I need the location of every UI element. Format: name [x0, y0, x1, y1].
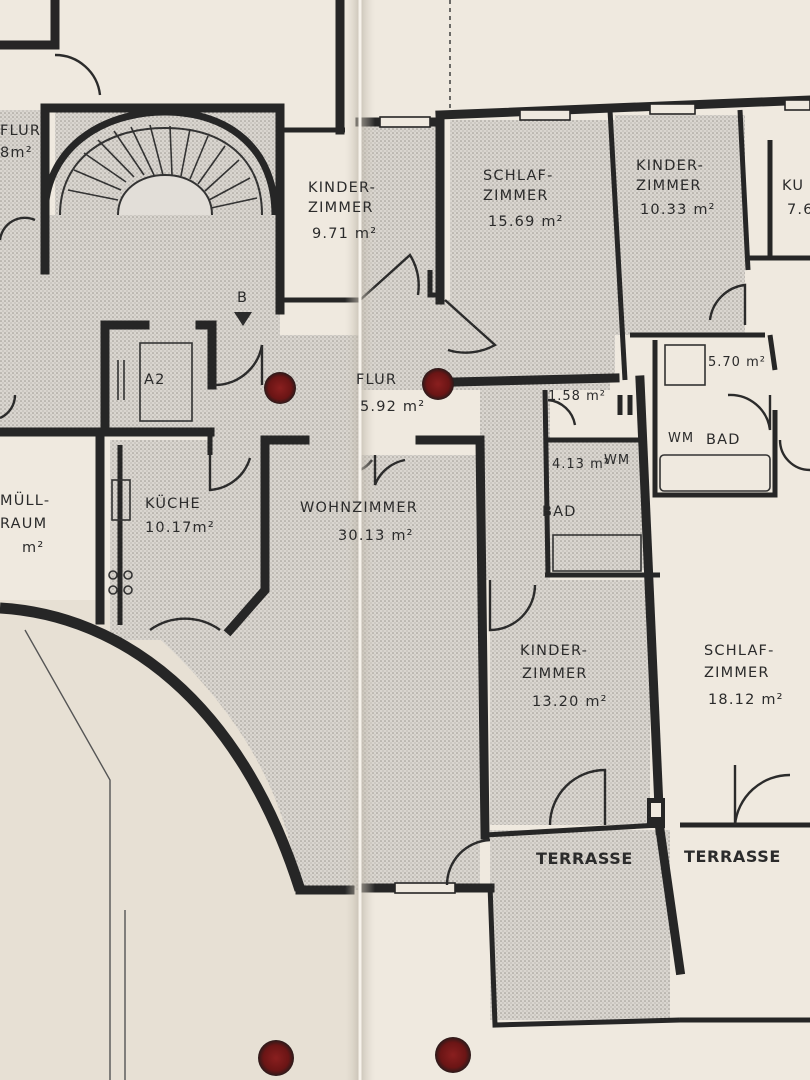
schlafzimmer-top-name-2: ZIMMER	[483, 188, 549, 204]
flur-left-name: FLUR	[0, 123, 41, 139]
kinderzimmer-bottom-name-1: KINDER-	[520, 643, 588, 659]
schlafzimmer-bottom-name-2: ZIMMER	[704, 665, 770, 681]
a2-label: A2	[144, 372, 166, 388]
mull-raum-name-1: MÜLL-	[0, 491, 50, 509]
mull-raum-area: m²	[22, 540, 44, 556]
wohnzimmer-name: WOHNZIMMER	[300, 500, 418, 516]
punch-hole	[422, 368, 454, 400]
flur-center-area: 5.92 m²	[360, 399, 425, 415]
small-room-area: 1.58 m²	[548, 389, 606, 404]
terrasse-2-label: TERRASSE	[684, 847, 781, 866]
punch-hole	[258, 1040, 294, 1076]
kinderzimmer-top-right-area: 10.33 m²	[640, 202, 716, 218]
terrasse-1-label: TERRASSE	[536, 849, 633, 868]
punch-hole	[264, 372, 296, 404]
kinderzimmer-top-right-name-1: KINDER-	[636, 158, 704, 174]
kinderzimmer-bottom-name-2: ZIMMER	[522, 666, 588, 682]
punch-holes	[258, 368, 471, 1076]
kinderzimmer-bottom-area: 13.20 m²	[532, 694, 608, 710]
bad-right-wm: WM	[668, 431, 694, 446]
schlafzimmer-bottom-name-1: SCHLAF-	[704, 643, 775, 659]
hatched-floor-areas	[0, 110, 745, 1020]
flur-center-name: FLUR	[356, 372, 397, 388]
flur-left-area: 8m²	[0, 145, 33, 161]
kinderzimmer-top-right-name-2: ZIMMER	[636, 178, 702, 194]
schlafzimmer-bottom-area: 18.12 m²	[708, 692, 784, 708]
schlafzimmer-top-area: 15.69 m²	[488, 214, 564, 230]
kinderzimmer-top-area: 9.71 m²	[312, 226, 377, 242]
room-labels: FLUR 8m² KINDER- ZIMMER 9.71 m² SCHLAF- …	[0, 123, 810, 868]
kuche-edge-area: 7.6	[787, 202, 810, 218]
kinderzimmer-top-name-1: KINDER-	[308, 180, 376, 196]
windows	[379, 99, 810, 894]
wohnzimmer-area: 30.13 m²	[338, 528, 414, 544]
punch-hole	[435, 1037, 471, 1073]
doors	[0, 53, 810, 886]
kinderzimmer-top-name-2: ZIMMER	[308, 200, 374, 216]
bad-center-wm: WM	[604, 453, 630, 468]
kuche-area: 10.17m²	[145, 520, 215, 536]
bad-center-name: BAD	[542, 504, 577, 520]
mull-raum-name-2: RAUM	[0, 516, 47, 532]
stair-arrow-icon	[234, 312, 252, 326]
schlafzimmer-top-name-1: SCHLAF-	[483, 168, 554, 184]
kuche-name: KÜCHE	[145, 494, 201, 512]
fixtures	[108, 342, 771, 595]
stair-marker-label: B	[237, 290, 248, 306]
bad-right-area: 5.70 m²	[708, 355, 766, 370]
kuche-edge-name: KU	[782, 178, 804, 194]
bad-center-area: 4.13 m²	[552, 457, 610, 472]
bad-right-name: BAD	[706, 432, 741, 448]
